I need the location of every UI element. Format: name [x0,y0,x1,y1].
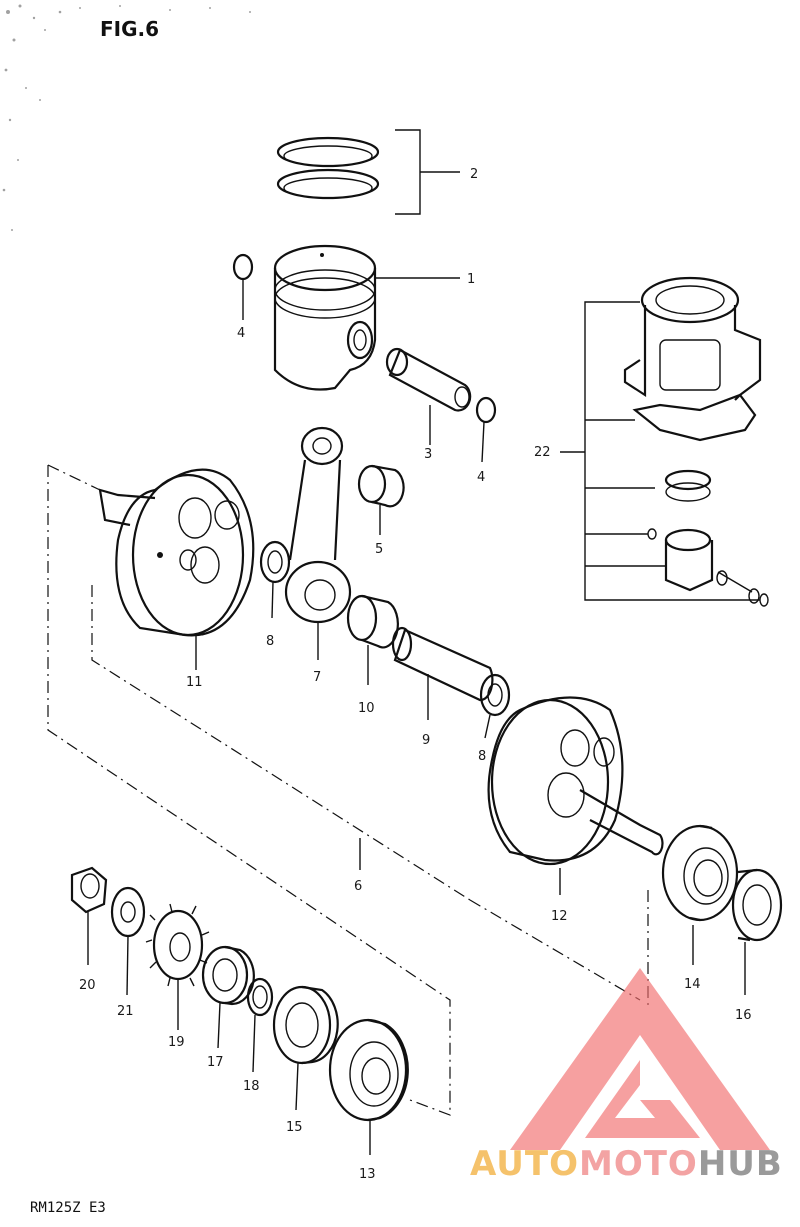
crank-nut [70,866,108,965]
watermark-text-hub: HUB [698,1144,783,1184]
figure-title: FIG.6 [100,17,159,41]
cylinder-kit [560,276,769,607]
washer [110,886,146,996]
big-end-bearing [346,594,399,685]
watermark-text: AUTOMOTOHUB [470,1144,783,1184]
callout-20: 20 [79,978,96,993]
callout-labels: 1 2 3 4 4 5 6 7 8 8 9 10 11 12 13 14 15 … [79,167,752,1182]
piston-pin-clip-right [475,396,497,463]
model-code: RM125Z E3 [30,1200,106,1216]
watermark-logo [510,968,770,1150]
piston-pin [385,347,472,445]
oil-seal-left [272,985,339,1111]
callout-3: 3 [424,447,432,462]
callout-14: 14 [684,977,701,992]
callout-11: 11 [186,675,203,690]
piston-rings [276,129,460,215]
callout-19: 19 [168,1035,185,1050]
crank-spacer [201,945,255,1049]
crank-half-left [98,468,255,670]
o-ring [246,977,274,1073]
thrust-washer-left [259,540,291,619]
callout-2: 2 [470,167,478,182]
callout-17: 17 [207,1055,224,1070]
crank-bearing-right [661,824,739,965]
callout-6: 6 [354,879,362,894]
primary-drive-gear [145,903,210,1030]
callout-1: 1 [467,272,475,287]
callout-8b: 8 [478,749,486,764]
callout-13: 13 [359,1167,376,1182]
watermark-text-auto: AUTO [470,1144,579,1184]
crankshaft-assembly-bracket [47,464,649,1116]
crank-bearing-left [328,1018,409,1155]
crank-half-right [487,696,664,895]
callout-12: 12 [551,909,568,924]
watermark-text-moto: MOTO [579,1144,698,1184]
small-end-bearing [357,464,405,535]
piston [273,244,460,391]
crank-pin [391,626,494,720]
callout-9: 9 [422,733,430,748]
callout-18: 18 [243,1079,260,1094]
callout-7: 7 [313,670,321,685]
callout-4b: 4 [477,470,485,485]
oil-seal-right [731,868,783,995]
callout-4a: 4 [237,326,245,341]
callout-5: 5 [375,542,383,557]
scan-noise [2,4,251,231]
svg-text:AUTOMOTOHUB: AUTOMOTOHUB [470,1144,783,1184]
callout-21: 21 [117,1004,134,1019]
callout-22: 22 [534,445,551,460]
piston-pin-clip-left [232,253,254,320]
callout-8a: 8 [266,634,274,649]
callout-16: 16 [735,1008,752,1023]
callout-10: 10 [358,701,375,716]
connecting-rod [284,426,352,660]
callout-15: 15 [286,1120,303,1135]
